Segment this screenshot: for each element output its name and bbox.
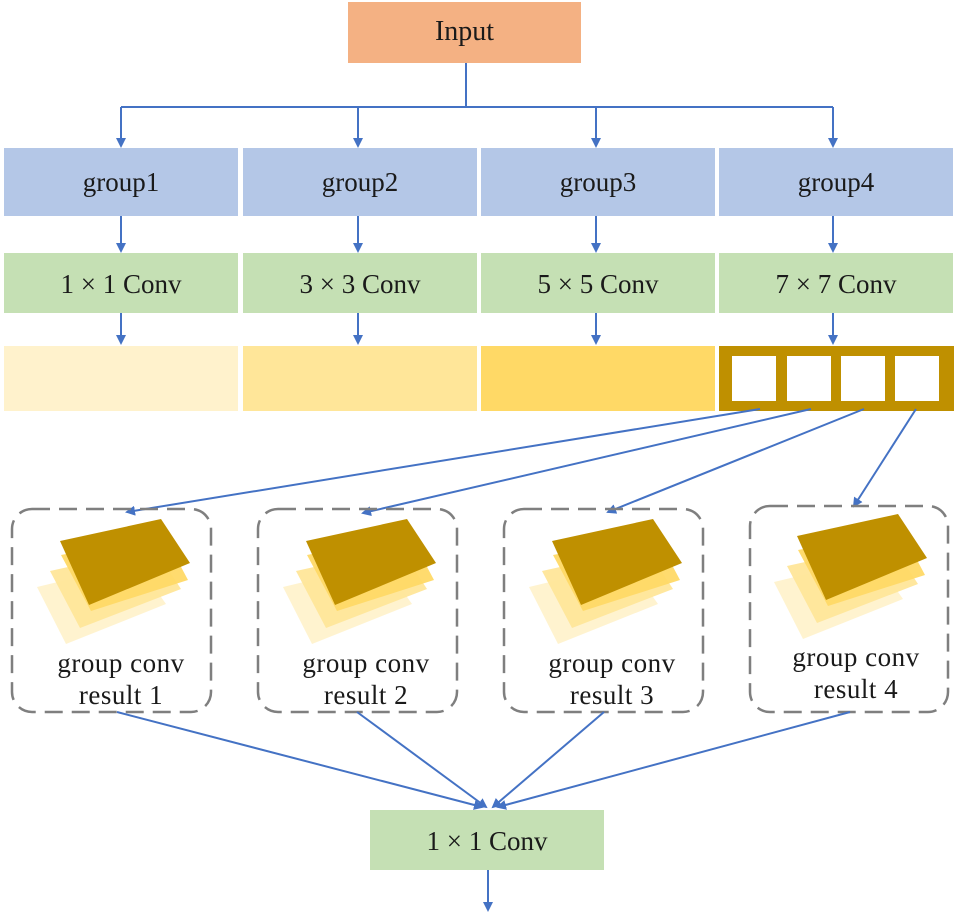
result4-line2: result 4 xyxy=(814,674,898,704)
result2-line2: result 2 xyxy=(324,680,408,710)
result-panel-1: group conv result 1 xyxy=(10,507,213,714)
conv-row: 1 × 1 Conv 3 × 3 Conv 5 × 5 Conv 7 × 7 C… xyxy=(4,253,953,313)
final-conv-box xyxy=(370,810,604,870)
group2-label: group2 xyxy=(322,167,399,197)
group1-box xyxy=(4,148,238,216)
group2-box xyxy=(243,148,477,216)
group-to-conv-arrows xyxy=(116,216,838,253)
result2-line1: group conv xyxy=(302,648,429,678)
distribution-arrows xyxy=(125,408,917,517)
final-conv-node: 1 × 1 Conv xyxy=(370,810,604,870)
group3-label: group3 xyxy=(560,167,637,197)
group3-box xyxy=(481,148,715,216)
result-panel-4: group conv result 4 xyxy=(748,504,950,714)
result1-line2: result 1 xyxy=(79,680,163,710)
feature-row xyxy=(4,346,954,411)
result1-line1: group conv xyxy=(57,648,184,678)
group4-box xyxy=(719,148,953,216)
feature-map-1 xyxy=(4,346,238,411)
feature-map-3 xyxy=(481,346,715,411)
input-label: Input xyxy=(435,16,494,47)
group4-label: group4 xyxy=(798,167,875,197)
conv4-box xyxy=(719,253,953,313)
result4-line1: group conv xyxy=(792,642,919,672)
feature-map-2 xyxy=(243,346,477,411)
split-connectors xyxy=(116,63,838,148)
result3-line2: result 3 xyxy=(570,680,654,710)
result3-line1: group conv xyxy=(548,648,675,678)
input-node: Input xyxy=(348,2,581,63)
merge-arrows xyxy=(116,711,851,810)
result-panel-3: group conv result 3 xyxy=(502,507,705,714)
result-panel-2: group conv result 2 xyxy=(256,507,459,714)
split-cell-3 xyxy=(841,356,885,401)
conv1-box xyxy=(4,253,238,313)
split-cell-2 xyxy=(787,356,831,401)
conv2-label: 3 × 3 Conv xyxy=(300,269,421,299)
conv3-box xyxy=(481,253,715,313)
conv4-label: 7 × 7 Conv xyxy=(776,269,897,299)
conv2-box xyxy=(243,253,477,313)
conv1-label: 1 × 1 Conv xyxy=(61,269,182,299)
split-cell-1 xyxy=(732,356,776,401)
feature-map-4-split xyxy=(719,346,954,411)
group1-label: group1 xyxy=(83,167,160,197)
final-conv-label: 1 × 1 Conv xyxy=(427,826,548,856)
input-box xyxy=(348,2,581,63)
conv3-label: 5 × 5 Conv xyxy=(538,269,659,299)
split-cell-4 xyxy=(895,356,939,401)
conv-to-feature-arrows xyxy=(116,313,838,345)
group-row: group1 group2 group3 group4 xyxy=(4,148,953,216)
